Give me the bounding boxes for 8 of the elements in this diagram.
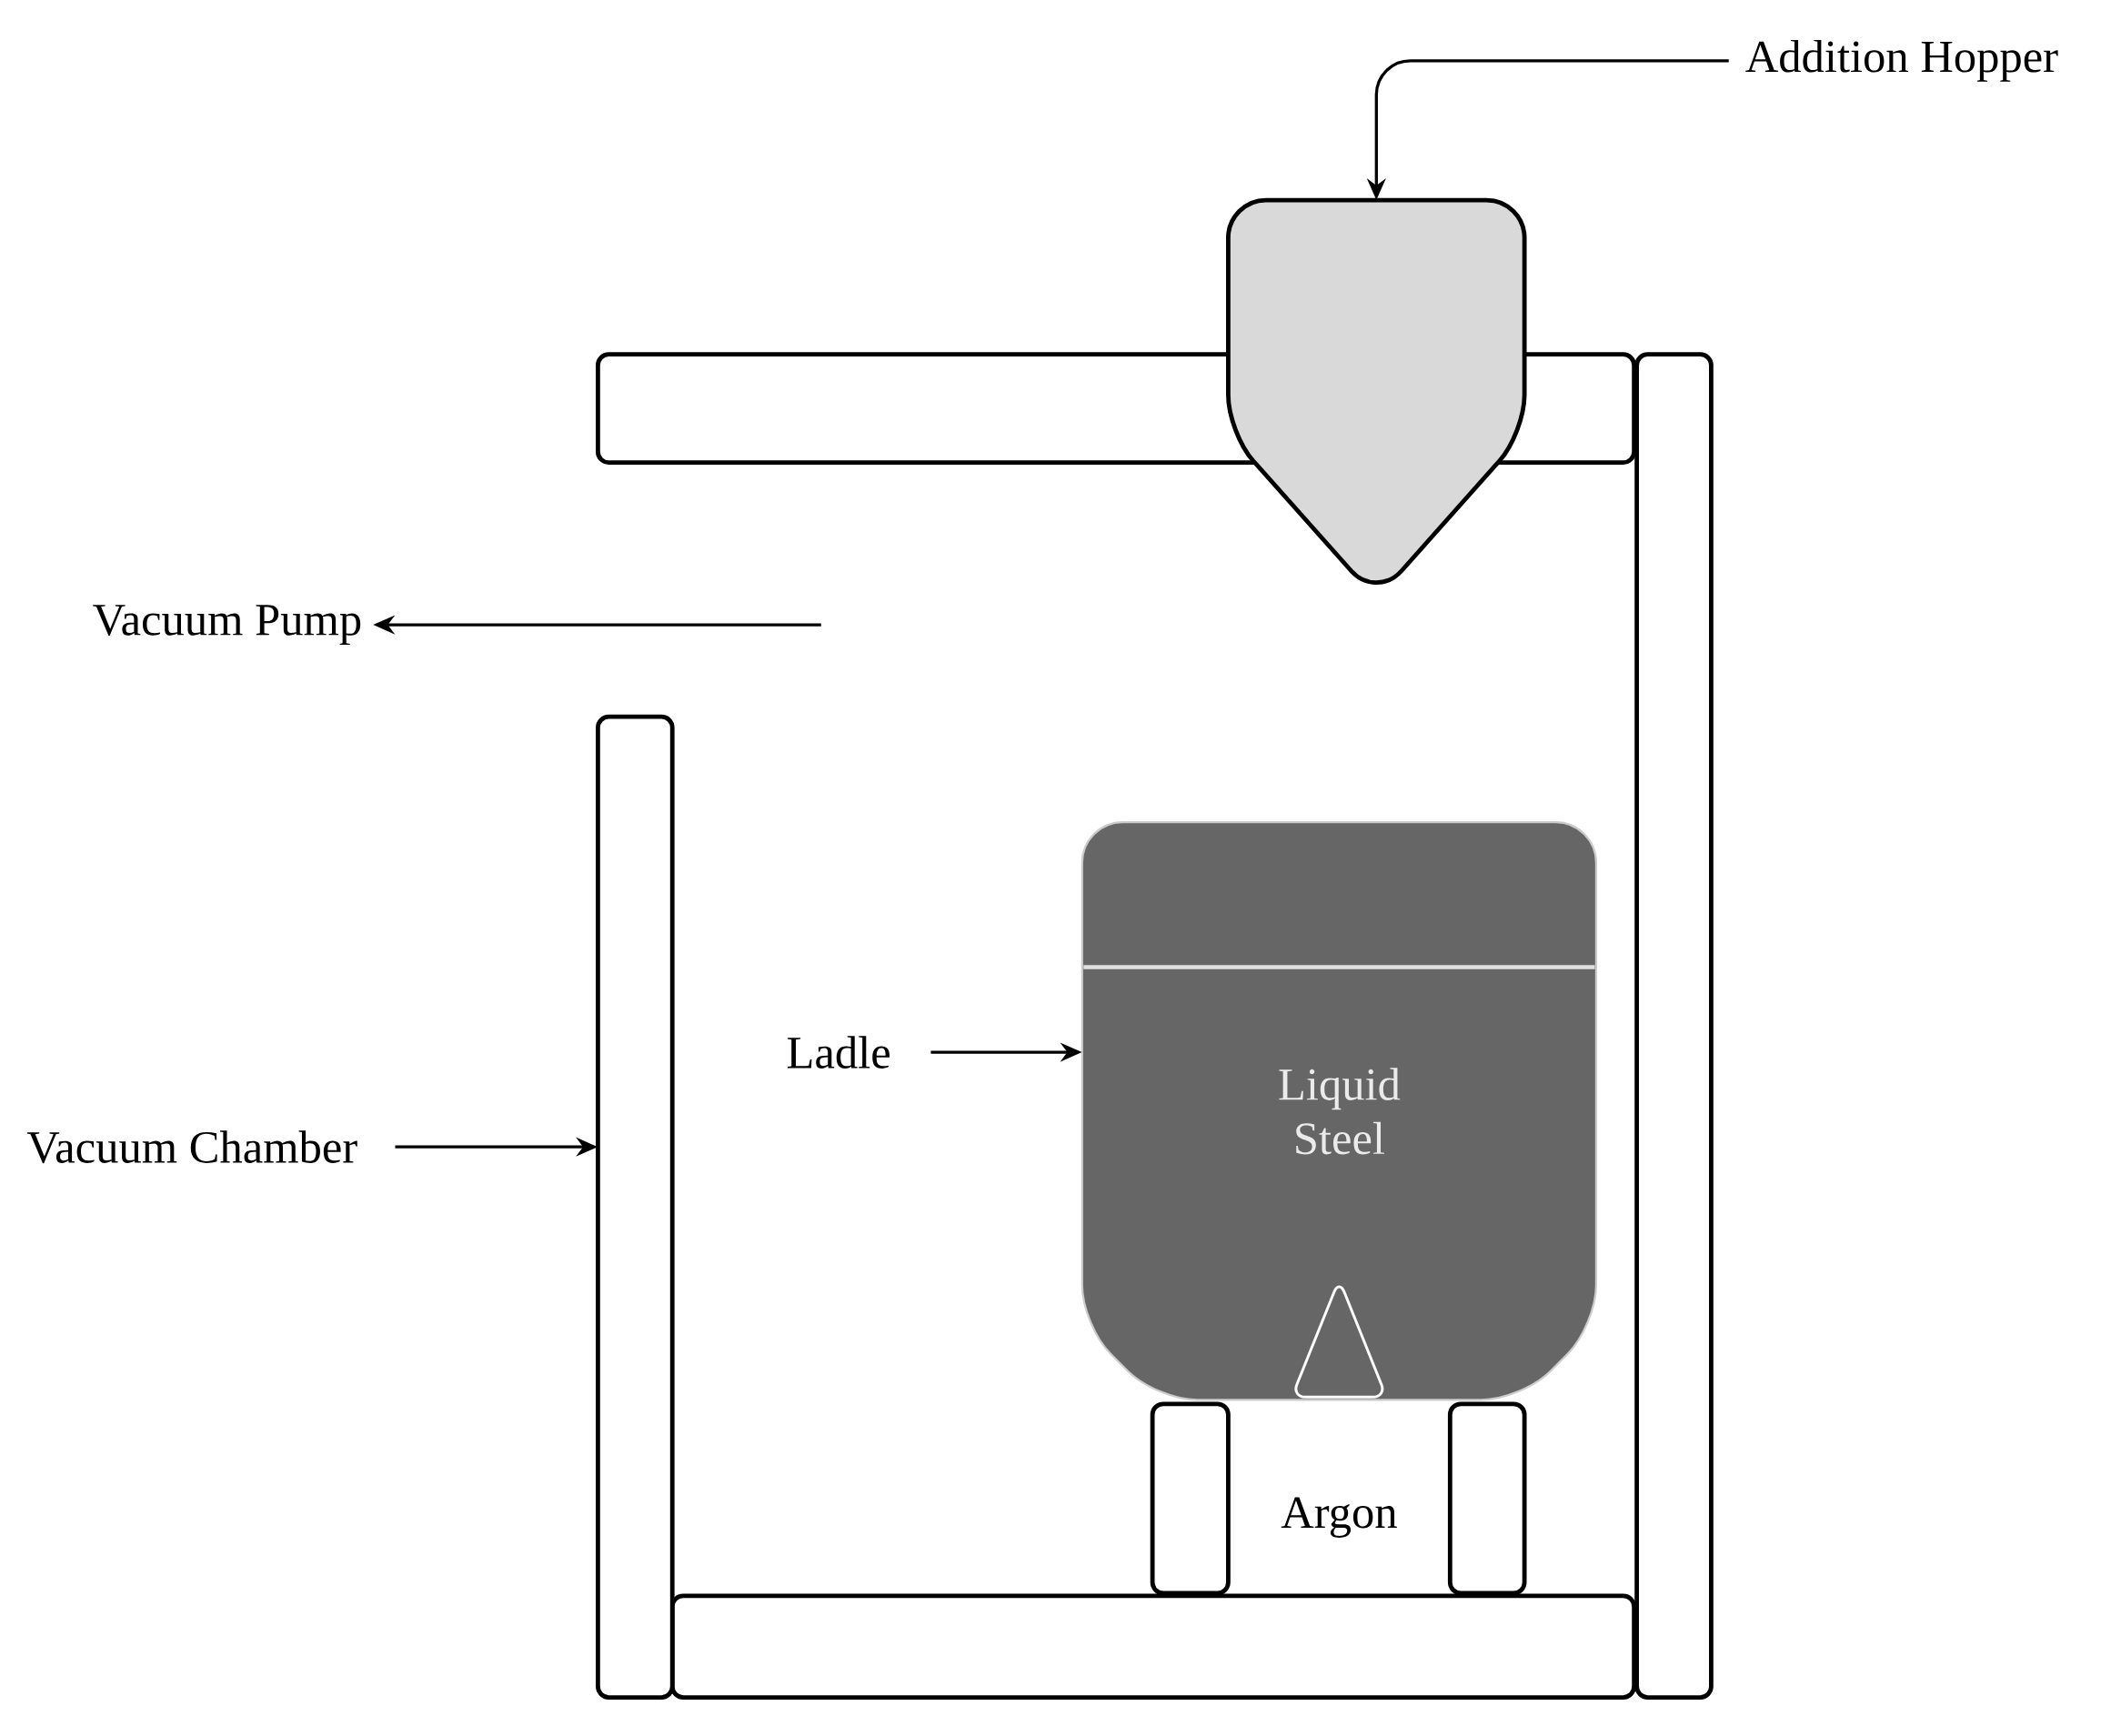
wall xyxy=(596,714,675,1700)
ladle: Liquid Steel xyxy=(1081,821,1597,1401)
label-text: Vacuum Chamber xyxy=(26,1130,357,1164)
label-text: Argon xyxy=(1281,1497,1397,1538)
label-text: Vacuum Pump xyxy=(93,605,361,646)
label-text: Ladle xyxy=(788,1036,890,1069)
hopper xyxy=(1226,197,1527,585)
label-text: Addition Hopper xyxy=(1745,39,2058,82)
